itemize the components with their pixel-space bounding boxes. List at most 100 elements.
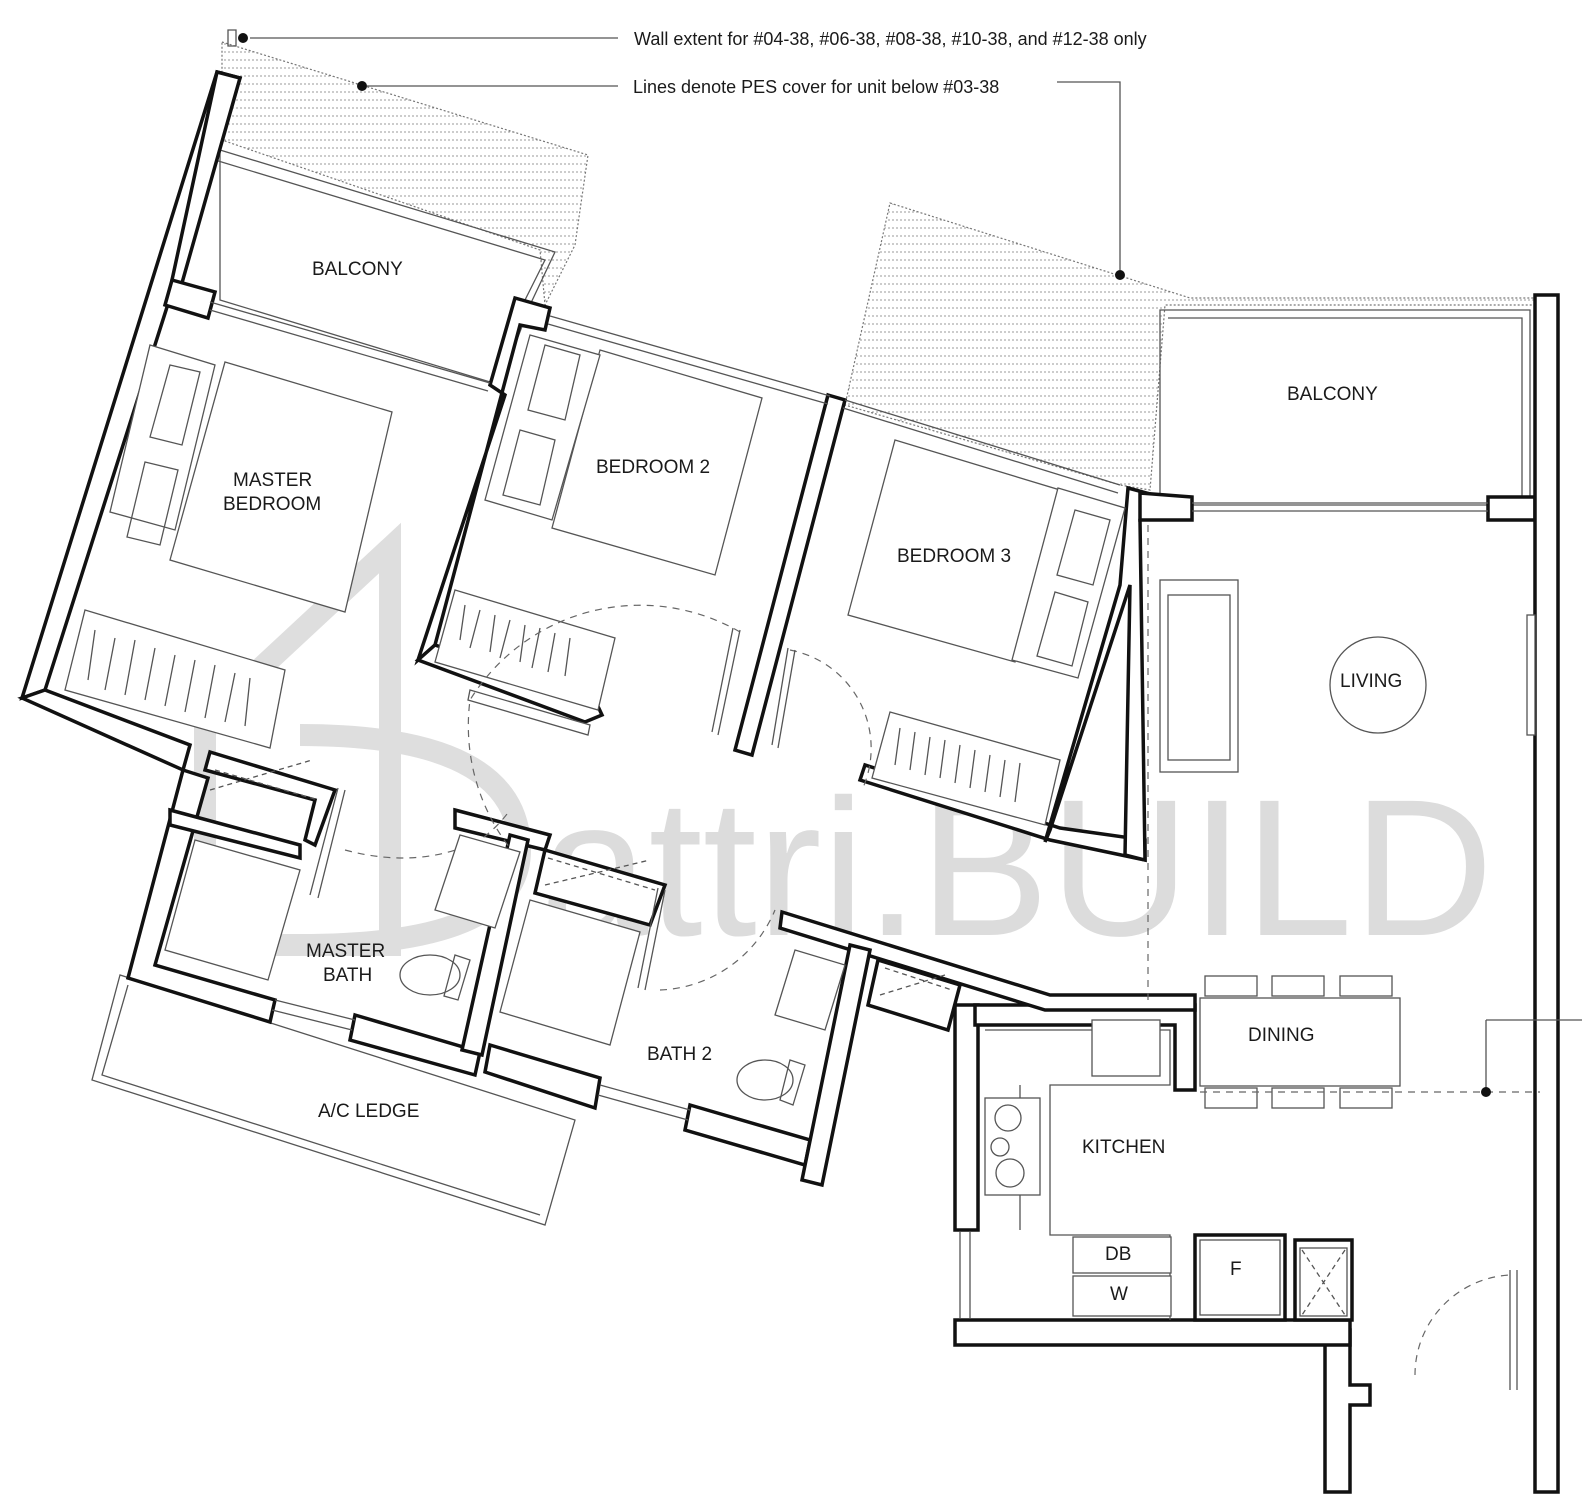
label-bedroom-3: BEDROOM 3 [897,546,1011,567]
window-master [209,301,491,392]
window-bath2 [597,1084,691,1121]
master-bath-fixtures [164,834,521,1001]
label-living: LIVING [1340,671,1402,692]
label-balcony-right: BALCONY [1287,384,1378,405]
door-leaf-mb [309,787,346,899]
window-mb [271,999,356,1031]
shower-bath-2 [499,899,641,1046]
pes-cover-right [844,202,1541,491]
wall-bath2-south-east [682,1102,813,1168]
note-wall-extent: Wall extent for #04-38, #06-38, #08-38, … [634,29,1147,49]
balcony-right-outline [1159,309,1531,506]
bedroom-3-furniture [847,439,1126,826]
wall-bath2-east [799,942,873,1188]
window-bed3 [842,399,1121,494]
label-master-bath-1: MASTER [306,941,385,962]
window-kitchen [959,1232,971,1318]
bath-2-fixtures [499,899,846,1106]
wall-entry-west [1323,1328,1372,1494]
shaft-cross-dining [879,967,953,996]
dining-furniture [1199,975,1540,1109]
master-bedroom-furniture [64,344,393,749]
wall-bed2-east [732,392,848,758]
shaft-cross-entry [1301,1249,1346,1316]
note-marker-pes [357,81,367,91]
wall-living-north-right [1486,495,1537,522]
sofa [1159,579,1239,773]
fridge [1199,1239,1281,1316]
bed-bedroom-3 [847,439,1061,663]
wall-dining-corridor [778,909,1197,1012]
wall-living-east [1533,293,1560,1494]
shaft-box-entry-inner [1299,1247,1348,1317]
wall-mb-south [347,1012,483,1078]
balcony-right-rail [1168,317,1523,498]
wall-living-north-left [1138,491,1194,522]
sink [1091,1019,1161,1077]
door-swing-corridor [467,604,741,861]
door-leaf-bed3 [771,647,796,749]
wardrobe-bedroom-3 [871,711,1061,826]
label-bedroom-2: BEDROOM 2 [596,457,710,478]
window-living [1192,502,1488,512]
ac-ledge-inner [101,984,541,1216]
note-pes-cover: Lines denote PES cover for unit below #0… [633,77,999,97]
note-leaders [227,29,1582,1097]
wall-bath2-south [483,1042,602,1111]
coffee-table [1329,636,1427,734]
bed-bedroom-2 [551,349,763,576]
door-leaf-bed2 [711,627,741,736]
wall-bath-divider [459,832,531,1058]
bedroom-2-furniture [434,334,763,736]
balcony-left-rail [214,159,546,311]
vanity-master-bath [434,834,521,929]
dining-table [1199,997,1401,1087]
shaft-cross-bath2 [544,857,656,891]
label-db: DB [1105,1244,1131,1265]
toilet-master-bath [399,954,461,996]
label-master-bedroom-2: BEDROOM [223,494,321,515]
door-swing-bed3 [789,649,872,791]
shower-master-bath [164,839,301,981]
label-w: W [1110,1284,1128,1305]
door-leaf-bath2 [637,887,666,991]
wall-kitchen-south [953,1318,1352,1347]
wall-shaft-dining [865,957,963,1033]
bed-master [169,361,393,613]
dining-marker [1481,1087,1491,1097]
label-dining: DINING [1248,1025,1315,1046]
bedside-table-upper [109,344,216,531]
wall-master-bath-mid [168,807,302,861]
toilet-bath-2 [736,1059,794,1101]
note-marker-pes-right [1115,270,1125,280]
label-f: F [1230,1259,1242,1280]
window-bed2 [547,315,831,405]
wall-kitchen-west [953,1003,980,1232]
label-ac-ledge: A/C LEDGE [318,1101,419,1122]
label-kitchen: KITCHEN [1082,1137,1165,1158]
tv-console [1526,614,1536,736]
door-swing-entry [1414,1274,1511,1376]
label-bath-2: BATH 2 [647,1044,712,1065]
door-swing-bath2 [659,909,776,991]
kitchen-fixtures [984,1019,1281,1320]
wall-master-north-stub [162,277,218,321]
note-marker-wall-extent [238,33,248,43]
hob [984,1097,1041,1196]
wardrobe-master [64,609,286,749]
vanity-bath-2 [774,949,846,1031]
door-leaf-entry [1509,1270,1518,1390]
wall-master-bath-shaft [202,749,338,848]
living-furniture [1147,525,1536,1000]
w-cabinet [1072,1275,1172,1317]
wardrobe-bedroom-2 [434,589,616,711]
label-master-bath-2: BATH [323,965,372,986]
label-master-bedroom-1: MASTER [233,470,312,491]
ac-ledge-outline [91,974,576,1226]
label-balcony-left: BALCONY [312,259,403,280]
wall-kitchen-north [973,1003,1197,1092]
db-cabinet [1072,1236,1172,1274]
pes-cover-left [221,41,589,308]
wall-master-south [17,688,193,773]
